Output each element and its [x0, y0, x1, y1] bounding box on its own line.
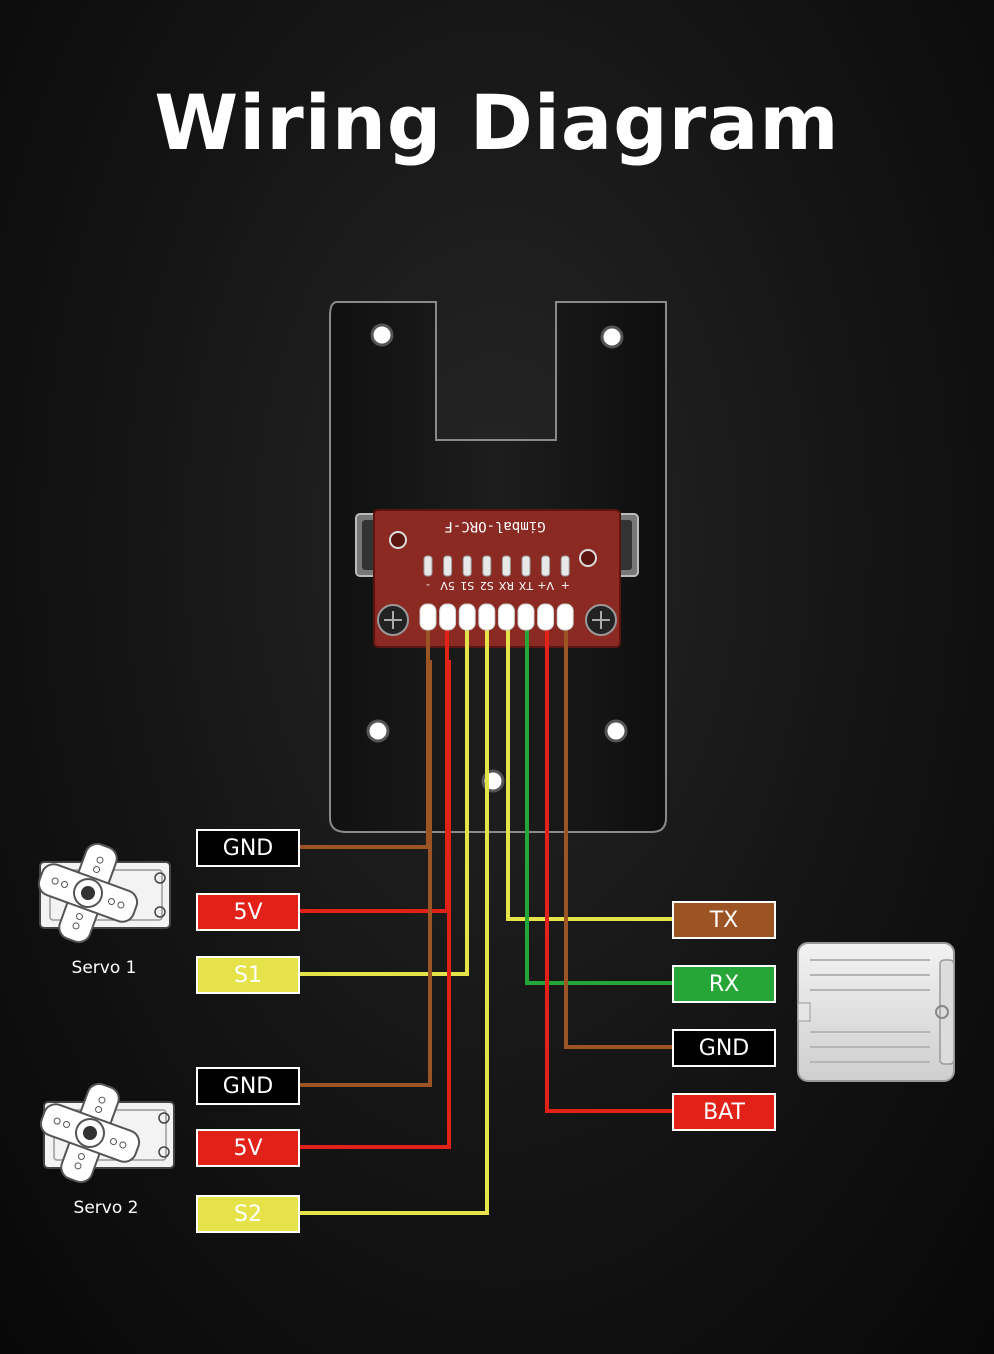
wire-bat	[545, 622, 672, 1113]
pin-header	[501, 555, 511, 577]
pin-label: 5V	[440, 579, 455, 592]
pin-header	[423, 555, 433, 577]
pin-label: S1	[460, 579, 474, 592]
servo2-s2-label: S2	[196, 1195, 300, 1233]
pin-header	[560, 555, 570, 577]
board-name: Gimbal-ORC-F	[444, 518, 545, 534]
servo2-icon	[39, 1082, 175, 1184]
servo1-caption: Servo 1	[71, 958, 137, 978]
pin-label: V+	[537, 579, 554, 592]
receiver-module-icon	[797, 942, 955, 1082]
servo2-gnd-label: GND	[196, 1067, 300, 1105]
pin-header	[462, 555, 472, 577]
pin-label: S2	[480, 579, 494, 592]
solder-pad	[439, 603, 457, 631]
wire-servo2-5v	[300, 660, 451, 1149]
pin-header	[482, 555, 492, 577]
wire-servo2-gnd	[300, 660, 432, 1087]
pin-label: -	[426, 579, 430, 592]
board-via	[579, 549, 597, 567]
wire-servo2-s2	[300, 622, 489, 1215]
page-title: Wiring Diagram	[154, 78, 840, 167]
receiver-tx-label: TX	[672, 901, 776, 939]
pin-label: RX	[498, 579, 514, 592]
servo2-caption: Servo 2	[73, 1198, 139, 1218]
pin-label: +	[561, 579, 570, 592]
servo1-5v-label: 5V	[196, 893, 300, 931]
solder-pad	[419, 603, 437, 631]
solder-pad	[497, 603, 515, 631]
mount-hole	[600, 325, 624, 349]
servo1-s1-label: S1	[196, 956, 300, 994]
board-via	[389, 531, 407, 549]
pin-label: TX	[518, 579, 534, 592]
solder-pad	[556, 603, 574, 631]
wire-servo1-s1	[300, 622, 469, 976]
pin-header	[541, 555, 551, 577]
servo1-gnd-label: GND	[196, 829, 300, 867]
mount-hole	[366, 719, 390, 743]
pin-header	[521, 555, 531, 577]
mount-hole	[370, 323, 394, 347]
receiver-rx-label: RX	[672, 965, 776, 1003]
solder-pad	[458, 603, 476, 631]
solder-pad	[537, 603, 555, 631]
wire-rx-gnd	[564, 622, 672, 1049]
wire-tx	[506, 622, 672, 921]
wires	[300, 622, 672, 1215]
solder-pad	[517, 603, 535, 631]
wire-rx	[525, 622, 672, 985]
servo2-5v-label: 5V	[196, 1129, 300, 1167]
pin-header	[443, 555, 453, 577]
solder-pad	[478, 603, 496, 631]
receiver-bat-label: BAT	[672, 1093, 776, 1131]
servo1-icon	[37, 842, 171, 944]
receiver-gnd-label: GND	[672, 1029, 776, 1067]
mount-hole	[604, 719, 628, 743]
